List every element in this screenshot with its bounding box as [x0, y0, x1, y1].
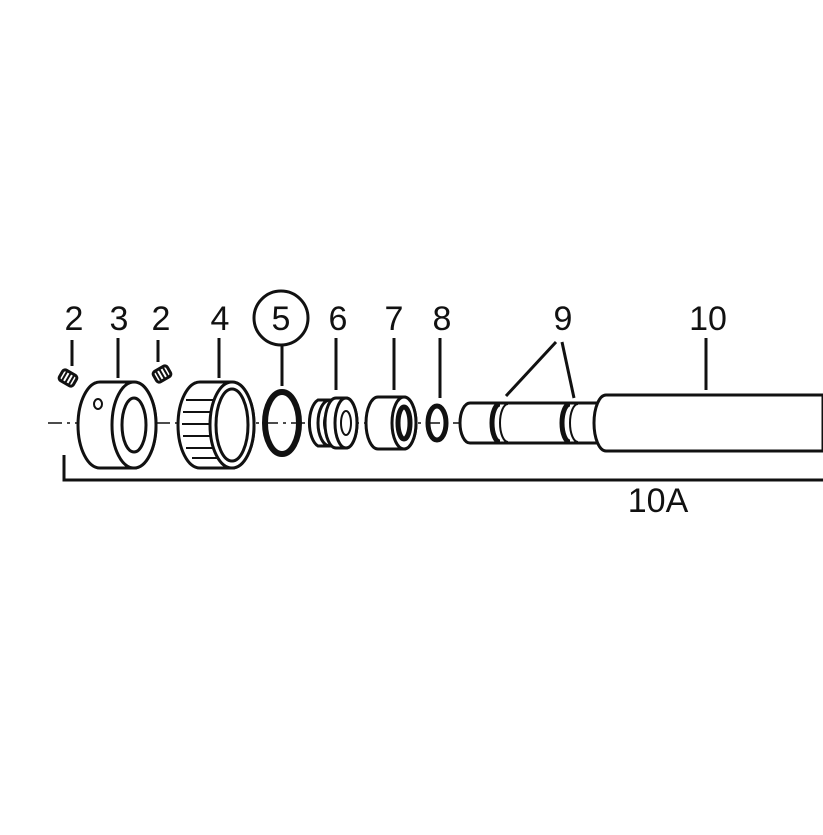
callout-4: 4 — [211, 300, 230, 338]
leader-line-9-left — [504, 340, 558, 398]
assembly-bracket-10a — [62, 455, 823, 482]
part-9-ring-right[interactable] — [559, 401, 579, 445]
part-2-set-screw-right[interactable] — [151, 364, 173, 384]
callout-10a: 10A — [628, 482, 689, 520]
callout-6: 6 — [329, 300, 348, 338]
part-10-shaft[interactable] — [458, 393, 823, 453]
part-5-o-ring[interactable] — [262, 389, 302, 457]
callout-9: 9 — [554, 300, 573, 338]
part-6-seal-set[interactable] — [307, 396, 359, 450]
part-7-bushing[interactable] — [364, 395, 418, 451]
callout-7: 7 — [385, 300, 404, 338]
leader-line-9-right — [560, 341, 576, 399]
callout-5: 5 — [272, 300, 291, 338]
part-4-knurled-nut[interactable] — [176, 380, 256, 470]
callout-2-right: 2 — [152, 300, 171, 338]
callout-10: 10 — [689, 300, 727, 338]
callout-5-highlight-circle — [252, 289, 310, 347]
part-2-set-screw-left[interactable] — [57, 368, 79, 388]
part-9-ring-left[interactable] — [489, 401, 509, 445]
callout-3: 3 — [110, 300, 129, 338]
callout-8: 8 — [433, 300, 452, 338]
part-8-o-ring[interactable] — [425, 403, 449, 443]
callout-2-left: 2 — [65, 300, 84, 338]
part-3-collar[interactable] — [76, 380, 158, 470]
